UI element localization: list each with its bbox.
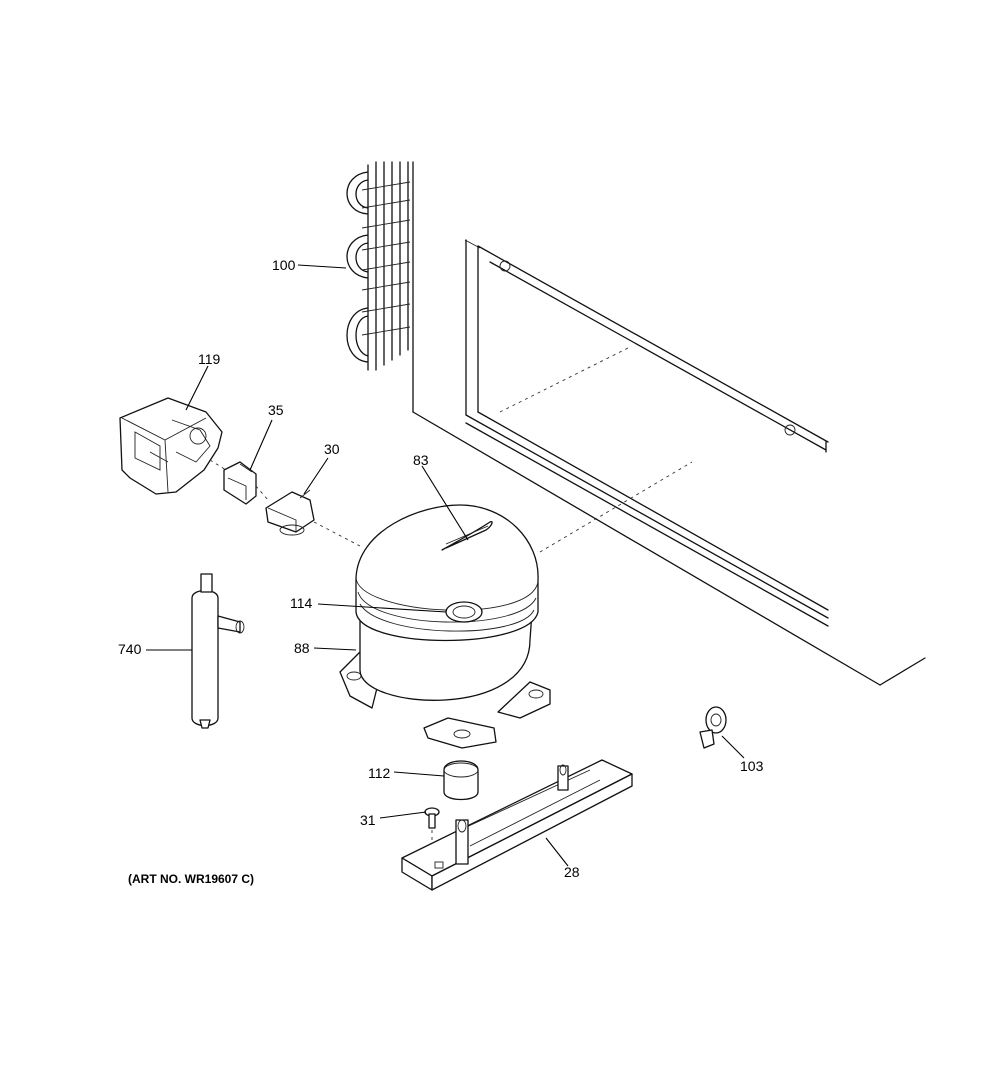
grommet: [443, 760, 479, 801]
callout-30: 30: [324, 441, 340, 457]
overload-protector: [255, 485, 361, 547]
callout-740: 740: [118, 641, 142, 657]
drier: [191, 573, 245, 729]
callout-100: 100: [272, 257, 296, 273]
callout-114: 114: [290, 595, 313, 611]
relay: [209, 459, 257, 505]
callout-112: 112: [368, 765, 391, 781]
compressor: [339, 504, 551, 749]
compressor-bracket: [401, 759, 633, 891]
cabinet-frame: [412, 161, 926, 686]
callout-83: 83: [413, 452, 429, 468]
condenser-coil: [346, 161, 411, 371]
callout-28: 28: [564, 864, 580, 880]
relay-cover: [119, 397, 223, 495]
callout-119: 119: [198, 351, 221, 367]
callout-88: 88: [294, 640, 310, 656]
art-number: (ART NO. WR19607 C): [128, 872, 254, 886]
leader-lines: [146, 264, 745, 867]
callout-103: 103: [740, 758, 764, 774]
callout-35: 35: [268, 402, 284, 418]
callout-31: 31: [360, 812, 376, 828]
callout-labels: 100 119 35 30 83 114 88 740 112 31 28 10…: [118, 257, 764, 880]
wire-tie: [699, 706, 727, 749]
